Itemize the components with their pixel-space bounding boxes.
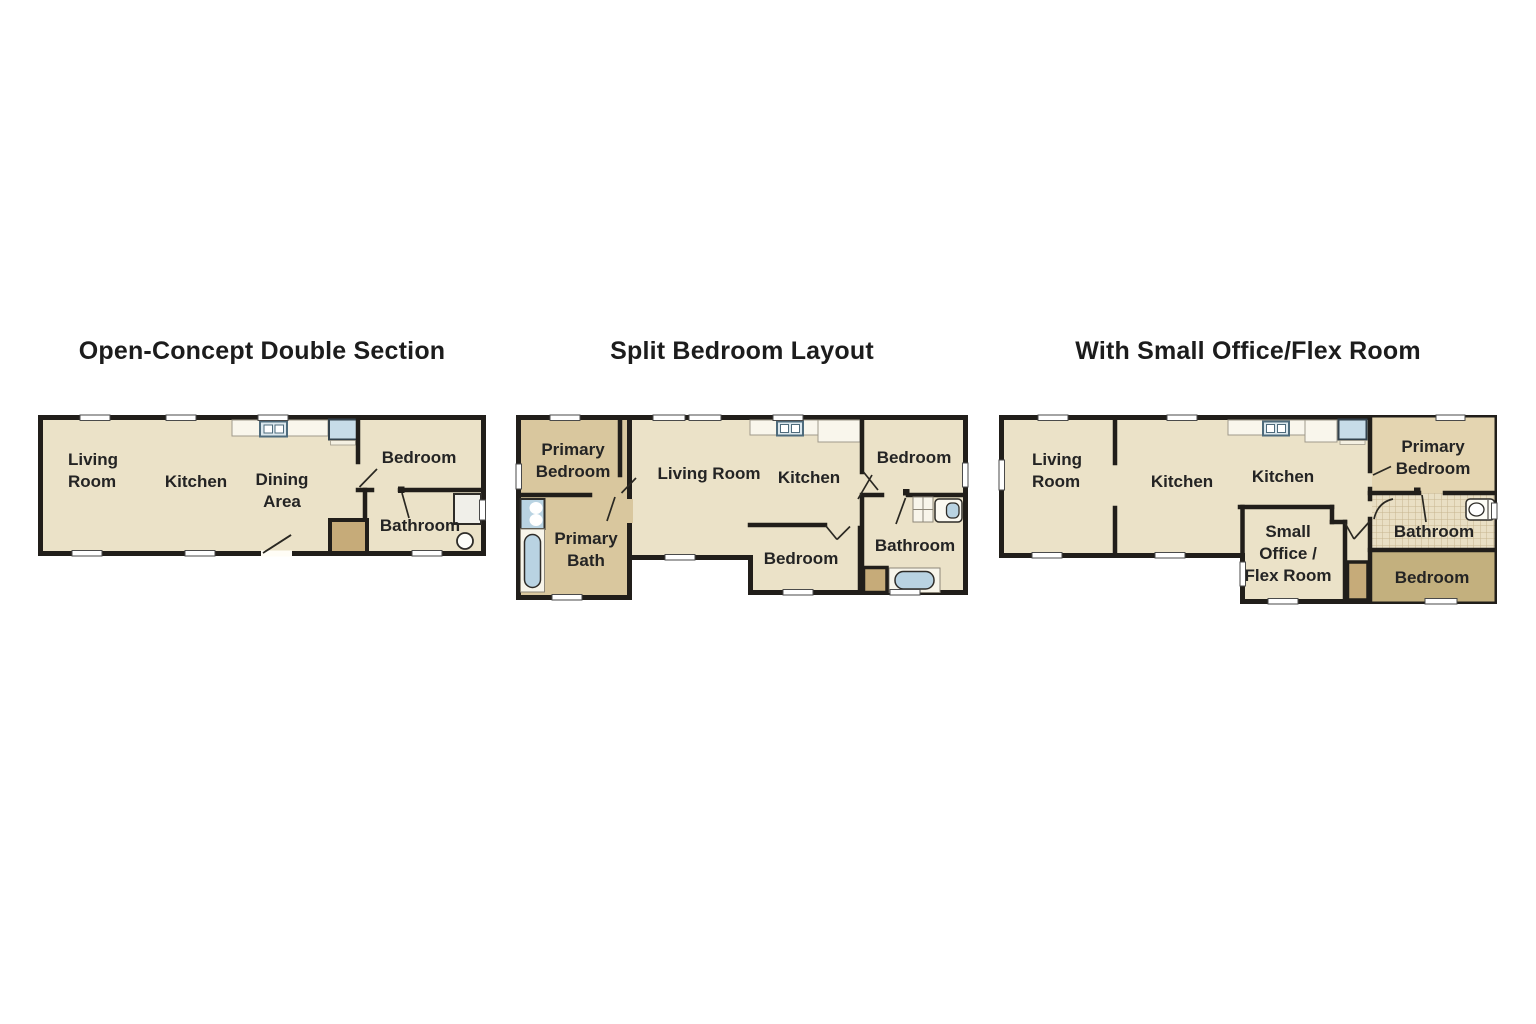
windows <box>998 414 1498 605</box>
bedroom-door-swing <box>862 471 879 491</box>
primary-bath-door-opening <box>626 499 633 523</box>
exterior-walls <box>38 415 486 556</box>
window <box>184 550 216 557</box>
door-hinge-dot <box>398 486 405 493</box>
window <box>652 414 686 421</box>
window <box>1435 414 1466 421</box>
window <box>1031 552 1063 559</box>
window <box>79 414 111 421</box>
floor-plan-svg <box>515 414 969 601</box>
toilet-icon <box>1465 498 1496 521</box>
floor-plan-svg <box>998 414 1498 605</box>
window <box>664 554 696 561</box>
sink-icon <box>934 498 963 523</box>
window <box>1267 598 1299 605</box>
window <box>889 589 921 596</box>
plan-with-small-office-flex-room: With Small Office/Flex Room <box>998 337 1498 622</box>
window <box>1239 561 1246 587</box>
window <box>515 463 522 490</box>
window <box>962 462 969 488</box>
door-hinge-dot <box>903 489 910 496</box>
windows <box>515 414 969 601</box>
door-swings <box>1344 465 1427 540</box>
window <box>479 499 486 521</box>
window <box>549 414 581 421</box>
plan-title: With Small Office/Flex Room <box>1075 337 1421 365</box>
stove-icon <box>1262 420 1290 437</box>
window <box>165 414 197 421</box>
primary-bedroom-floor <box>1372 417 1495 493</box>
vanity-icon <box>912 496 934 523</box>
plan-open-concept-double-section: Open-Concept Double Section <box>38 337 486 597</box>
floor-plan-svg <box>38 414 486 557</box>
window <box>998 459 1005 491</box>
plan-split-bedroom-layout: Split Bedroom Layout <box>515 337 969 617</box>
door-hinge-dot <box>1414 487 1421 494</box>
floor-plan-drawing: Living Room Kitchen Dining Area Bedroom … <box>38 414 486 557</box>
bedroom-door-swing <box>358 468 378 488</box>
plan-title: Open-Concept Double Section <box>78 337 446 365</box>
bottom-bedroom-door-swing <box>824 524 838 541</box>
bathtub-icon <box>888 567 941 593</box>
window <box>1424 598 1458 605</box>
stove-icon <box>259 420 288 438</box>
windows <box>71 414 486 557</box>
primary-bedroom-door-swing <box>620 477 637 494</box>
bathroom-door-swing <box>895 497 907 525</box>
bathroom-door-swing <box>1373 498 1394 520</box>
primary-bath-sink-icon <box>519 498 546 530</box>
entry-door-leaf <box>262 534 292 554</box>
bedroom-floor <box>1372 550 1495 602</box>
office-door-swing <box>1344 522 1355 540</box>
window <box>1166 414 1198 421</box>
floor-plan-drawing: Living Room Kitchen Kitchen Primary Bedr… <box>998 414 1498 605</box>
interior-walls <box>355 415 486 524</box>
window <box>71 550 103 557</box>
closet <box>328 518 369 555</box>
refrigerator-icon <box>328 418 358 446</box>
bathroom-inner-door-swing <box>1421 494 1427 523</box>
window <box>782 589 814 596</box>
window <box>1037 414 1069 421</box>
window <box>257 414 289 421</box>
bathroom-door-swing <box>401 492 410 519</box>
bathtub-icon <box>520 528 545 593</box>
floor-plan-drawing: Primary Bedroom Primary Bath Living Room… <box>515 414 969 601</box>
window <box>551 594 583 601</box>
stove-icon <box>776 420 804 437</box>
shower-icon <box>453 493 482 525</box>
primary-bedroom-door-swing <box>1372 465 1392 476</box>
refrigerator-icon <box>1337 418 1368 445</box>
office-door-swing <box>1353 520 1371 540</box>
interior-walls <box>1112 415 1497 604</box>
entry-door-opening <box>261 550 292 557</box>
window <box>1154 552 1186 559</box>
door-swings <box>606 471 907 541</box>
window <box>688 414 722 421</box>
window <box>772 414 804 421</box>
window <box>411 550 443 557</box>
toilet-icon <box>456 532 474 550</box>
plan-title: Split Bedroom Layout <box>610 337 874 365</box>
primary-bath-door-swing <box>606 496 616 522</box>
exterior-walls <box>627 415 968 595</box>
closet <box>1345 560 1370 602</box>
closet <box>861 565 889 595</box>
window <box>1491 502 1498 520</box>
bottom-bedroom-door-swing <box>836 525 851 541</box>
